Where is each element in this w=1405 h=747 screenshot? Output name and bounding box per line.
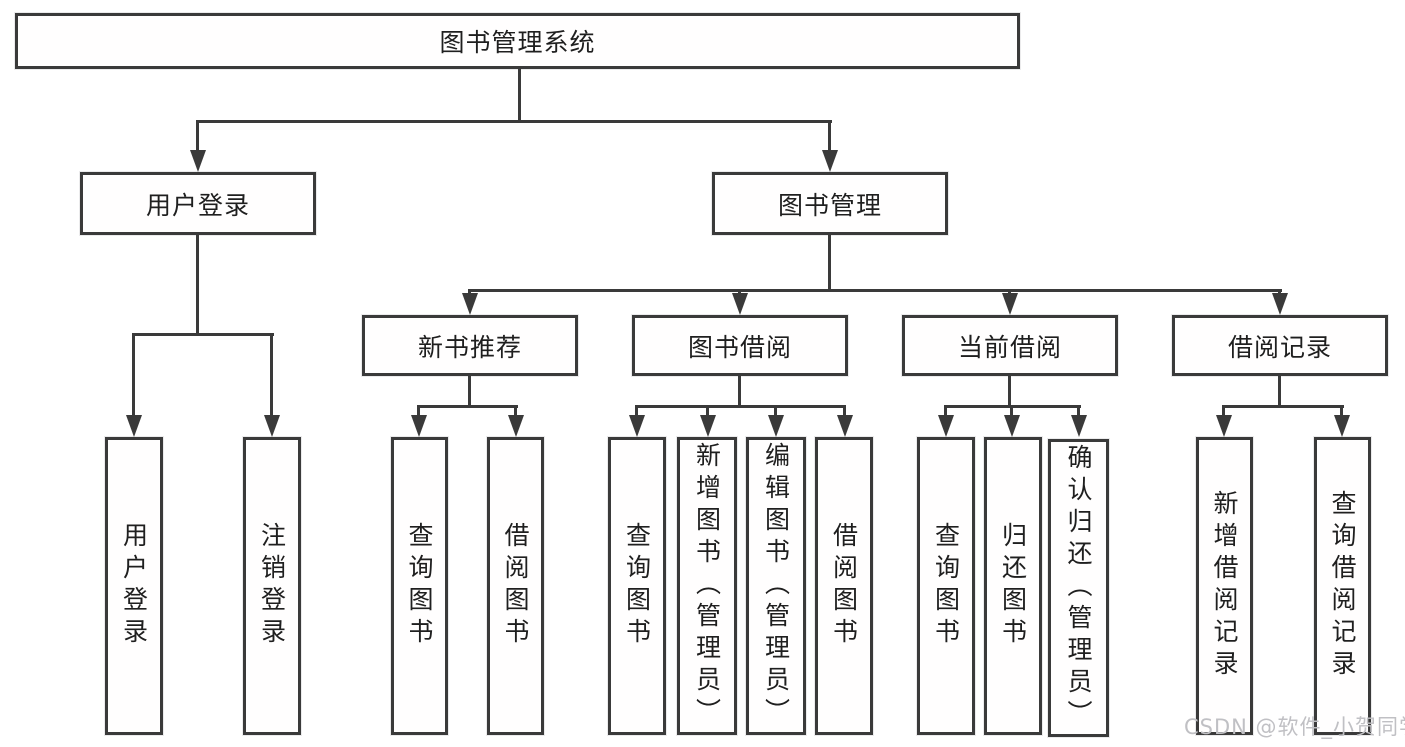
connector-line <box>196 120 832 123</box>
arrowhead-icon <box>508 415 524 437</box>
node-book-management-label: 图书管理 <box>777 190 882 220</box>
connector-line <box>635 405 638 418</box>
leaf-borrow-books-recommend: 借阅图书 <box>487 437 544 735</box>
arrowhead-icon <box>411 415 427 437</box>
leaf-query-books-recommend-label: 查询图书 <box>405 522 434 650</box>
node-current-borrow: 当前借阅 <box>902 315 1118 376</box>
connector-line <box>417 405 420 418</box>
node-book-management: 图书管理 <box>712 172 948 235</box>
leaf-borrow-books-label: 借阅图书 <box>829 522 859 650</box>
arrowhead-icon <box>264 415 280 437</box>
connector-line <box>1278 376 1281 408</box>
arrowhead-icon <box>629 415 645 437</box>
leaf-user-login: 用户登录 <box>105 437 163 735</box>
leaf-query-borrow-record: 查询借阅记录 <box>1314 437 1371 735</box>
connector-line <box>468 376 471 408</box>
arrowhead-icon <box>700 415 716 437</box>
connector-line <box>132 333 135 418</box>
leaf-query-borrow-record-label: 查询借阅记录 <box>1328 490 1357 682</box>
arrowhead-icon <box>732 293 748 315</box>
connector-line <box>196 235 199 336</box>
leaf-confirm-return-admin-label: 确认归还（管理员） <box>1064 444 1093 732</box>
arrowhead-icon <box>1002 293 1018 315</box>
connector-line <box>417 405 518 408</box>
node-borrow-records-label: 借阅记录 <box>1227 332 1332 362</box>
leaf-query-books-current-label: 查询图书 <box>931 522 961 650</box>
node-root: 图书管理系统 <box>15 13 1020 69</box>
arrowhead-icon <box>768 415 784 437</box>
leaf-edit-book-admin: 编辑图书（管理员） <box>746 437 806 735</box>
arrowhead-icon <box>126 415 142 437</box>
leaf-return-book-label: 归还图书 <box>998 522 1028 650</box>
connector-line <box>828 235 831 292</box>
connector-line <box>706 405 709 418</box>
node-borrow-records: 借阅记录 <box>1172 315 1388 376</box>
csdn-watermark: CSDN @软件_小贺同学 <box>1184 715 1405 739</box>
arrowhead-icon <box>837 415 853 437</box>
node-root-label: 图书管理系统 <box>439 28 596 57</box>
leaf-add-book-admin-label: 新增图书（管理员） <box>692 442 722 730</box>
leaf-add-borrow-record-label: 新增借阅记录 <box>1210 490 1239 682</box>
connector-line <box>944 405 947 418</box>
node-book-borrow-label: 图书借阅 <box>687 332 792 362</box>
connector-line <box>843 405 846 418</box>
leaf-query-books-recommend: 查询图书 <box>391 437 448 735</box>
connector-line <box>1222 405 1225 418</box>
node-user-login-label: 用户登录 <box>145 190 250 220</box>
connector-line <box>828 120 831 152</box>
connector-line <box>270 333 273 418</box>
leaf-query-books-borrow: 查询图书 <box>608 437 666 735</box>
connector-line <box>518 68 521 123</box>
connector-line <box>1008 376 1011 408</box>
arrowhead-icon <box>1004 415 1020 437</box>
leaf-query-books-borrow-label: 查询图书 <box>622 522 652 650</box>
leaf-logout: 注销登录 <box>243 437 301 735</box>
connector-line <box>738 376 741 408</box>
connector-line <box>774 405 777 418</box>
leaf-add-borrow-record: 新增借阅记录 <box>1196 437 1253 735</box>
arrowhead-icon <box>1071 415 1087 437</box>
arrowhead-icon <box>938 415 954 437</box>
connector-line <box>1340 405 1343 418</box>
node-current-borrow-label: 当前借阅 <box>957 332 1062 362</box>
arrowhead-icon <box>1272 293 1288 315</box>
connector-line <box>514 405 517 418</box>
arrowhead-icon <box>822 150 838 172</box>
node-user-login: 用户登录 <box>80 172 316 235</box>
leaf-borrow-books: 借阅图书 <box>815 437 873 735</box>
leaf-logout-label: 注销登录 <box>257 522 287 650</box>
leaf-confirm-return-admin: 确认归还（管理员） <box>1048 439 1109 737</box>
arrowhead-icon <box>190 150 206 172</box>
leaf-query-books-current: 查询图书 <box>917 437 975 735</box>
leaf-user-login-label: 用户登录 <box>119 522 149 650</box>
leaf-edit-book-admin-label: 编辑图书（管理员） <box>761 442 791 730</box>
leaf-borrow-books-recommend-label: 借阅图书 <box>501 522 530 650</box>
connector-line <box>1077 405 1080 418</box>
arrowhead-icon <box>1334 415 1350 437</box>
connector-line <box>1010 405 1013 418</box>
connector-line <box>635 405 846 408</box>
node-new-book-recommend: 新书推荐 <box>362 315 578 376</box>
connector-line <box>1222 405 1344 408</box>
arrowhead-icon <box>1216 415 1232 437</box>
connector-line <box>468 289 1282 292</box>
leaf-return-book: 归还图书 <box>984 437 1042 735</box>
connector-line <box>132 333 274 336</box>
leaf-add-book-admin: 新增图书（管理员） <box>677 437 737 735</box>
connector-line <box>196 120 199 152</box>
node-new-book-recommend-label: 新书推荐 <box>417 332 522 362</box>
node-book-borrow: 图书借阅 <box>632 315 848 376</box>
arrowhead-icon <box>462 293 478 315</box>
